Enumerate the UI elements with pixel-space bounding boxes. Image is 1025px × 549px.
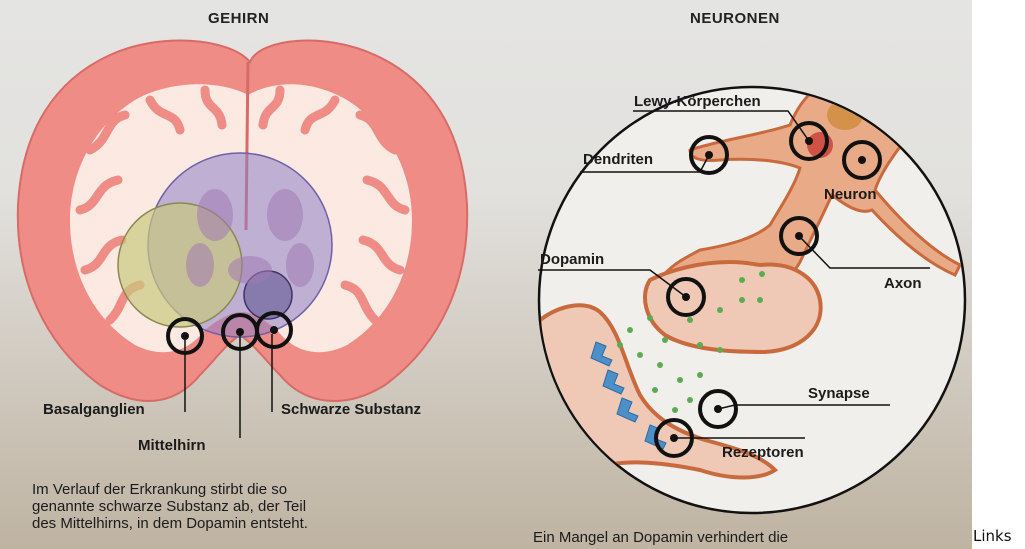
label-schwarze-substanz: Schwarze Substanz [281, 401, 421, 418]
brain-caption-line-2: genannte schwarze Substanz ab, der Teil [32, 498, 308, 515]
neurons-heading: NEURONEN [690, 10, 780, 27]
parkinson-diagram: GEHIRN NEURONEN Basalganglien Mittelhirn… [0, 0, 972, 549]
label-basalganglien: Basalganglien [43, 401, 145, 418]
diagram-graphics [0, 0, 972, 549]
label-lewy-koerperchen: Lewy-Körperchen [634, 93, 761, 110]
label-rezeptoren: Rezeptoren [722, 444, 804, 461]
brain-caption-line-3: des Mittelhirns, in dem Dopamin entsteht… [32, 515, 308, 532]
label-axon: Axon [884, 275, 922, 292]
links-text[interactable]: Links [973, 527, 1012, 545]
label-neuron: Neuron [824, 186, 877, 203]
label-mittelhirn: Mittelhirn [138, 437, 206, 454]
label-synapse: Synapse [808, 385, 870, 402]
brain-caption: Im Verlauf der Erkrankung stirbt die so … [32, 481, 308, 532]
brain-caption-line-1: Im Verlauf der Erkrankung stirbt die so [32, 481, 308, 498]
label-dopamin: Dopamin [540, 251, 604, 268]
neurons-caption: Ein Mangel an Dopamin verhindert die [533, 529, 788, 546]
brain-section [18, 41, 467, 438]
label-dendriten: Dendriten [583, 151, 653, 168]
brain-heading: GEHIRN [208, 10, 269, 27]
